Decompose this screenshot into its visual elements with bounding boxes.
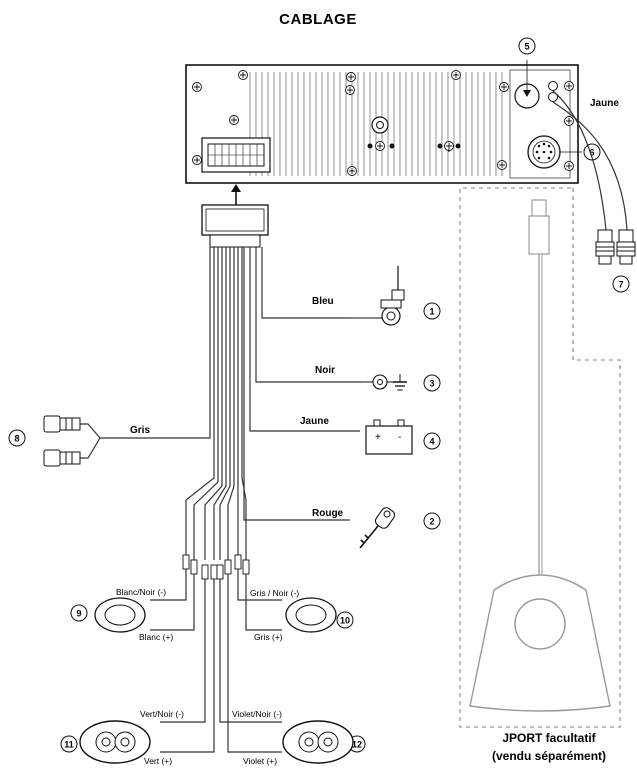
label-gris-noir: Gris / Noir (-) [250, 588, 299, 598]
speaker-12 [282, 720, 354, 764]
callout-11-label: 11 [64, 740, 74, 750]
label-blanc-noir: Blanc/Noir (-) [116, 587, 166, 597]
svg-text:-: - [398, 432, 401, 443]
callout-12-label: 12 [352, 740, 362, 750]
label-gris-plus: Gris (+) [254, 632, 283, 642]
diagram-title: CABLAGE [279, 11, 357, 28]
speaker-wires [150, 569, 282, 753]
speaker-10 [285, 597, 337, 633]
callout-8: 8 [8, 429, 26, 447]
callout-6-label: 6 [589, 148, 594, 158]
speaker-9 [94, 597, 146, 633]
din-socket [527, 135, 582, 169]
label-blanc: Blanc (+) [139, 632, 173, 642]
battery-icon: + - [365, 419, 413, 455]
callout-6: 6 [583, 143, 601, 161]
label-violet-noir: Violet/Noir (-) [232, 709, 282, 719]
speaker-11 [79, 720, 151, 764]
head-unit-chassis [185, 64, 579, 184]
label-vert-noir: Vert/Noir (-) [140, 709, 184, 719]
jport-device-icon [469, 199, 611, 712]
callout-5: 5 [518, 37, 536, 55]
callout-10-label: 10 [340, 616, 350, 626]
callout-7-label: 7 [618, 280, 623, 290]
antenna-connector-icon [350, 266, 405, 326]
harness-wires [100, 247, 362, 560]
callout-2: 2 [423, 512, 441, 530]
ground-icon [362, 374, 407, 391]
ignition-key-icon [359, 507, 396, 549]
jport-caption-line2: (vendu séparément) [492, 749, 606, 763]
rca-output-pair [43, 415, 101, 467]
wire-label-jaune-top: Jaune [590, 98, 619, 109]
rca-jaune-cables [552, 90, 636, 265]
wire-label-noir: Noir [315, 365, 335, 376]
antenna-jack [514, 60, 558, 109]
wire-label-gris: Gris [130, 425, 150, 436]
screw-icons [192, 70, 574, 176]
callout-4-label: 4 [429, 437, 434, 447]
label-violet: Violet (+) [243, 756, 277, 766]
callout-1-label: 1 [429, 307, 434, 317]
callout-9-label: 9 [76, 609, 81, 619]
callout-3: 3 [423, 374, 441, 392]
wire-label-bleu: Bleu [312, 296, 334, 307]
callout-2-label: 2 [429, 517, 434, 527]
callout-4: 4 [423, 432, 441, 450]
callout-1: 1 [423, 302, 441, 320]
label-vert: Vert (+) [144, 756, 172, 766]
callout-5-label: 5 [524, 42, 529, 52]
svg-text:+: + [375, 432, 381, 443]
callout-3-label: 3 [429, 379, 434, 389]
callout-9: 9 [70, 604, 88, 622]
wire-label-jaune: Jaune [300, 416, 329, 427]
jport-caption-line1: JPORT facultatif [502, 731, 596, 745]
jport-dashed-region [459, 187, 621, 728]
callout-11: 11 [60, 735, 78, 753]
connector-arrow [231, 184, 241, 205]
callout-10: 10 [336, 611, 354, 629]
harness-plug [201, 204, 269, 248]
speaker-wire-connectors [182, 554, 250, 580]
callout-7: 7 [612, 275, 630, 293]
wire-label-rouge: Rouge [312, 508, 344, 519]
callout-8-label: 8 [14, 434, 19, 444]
